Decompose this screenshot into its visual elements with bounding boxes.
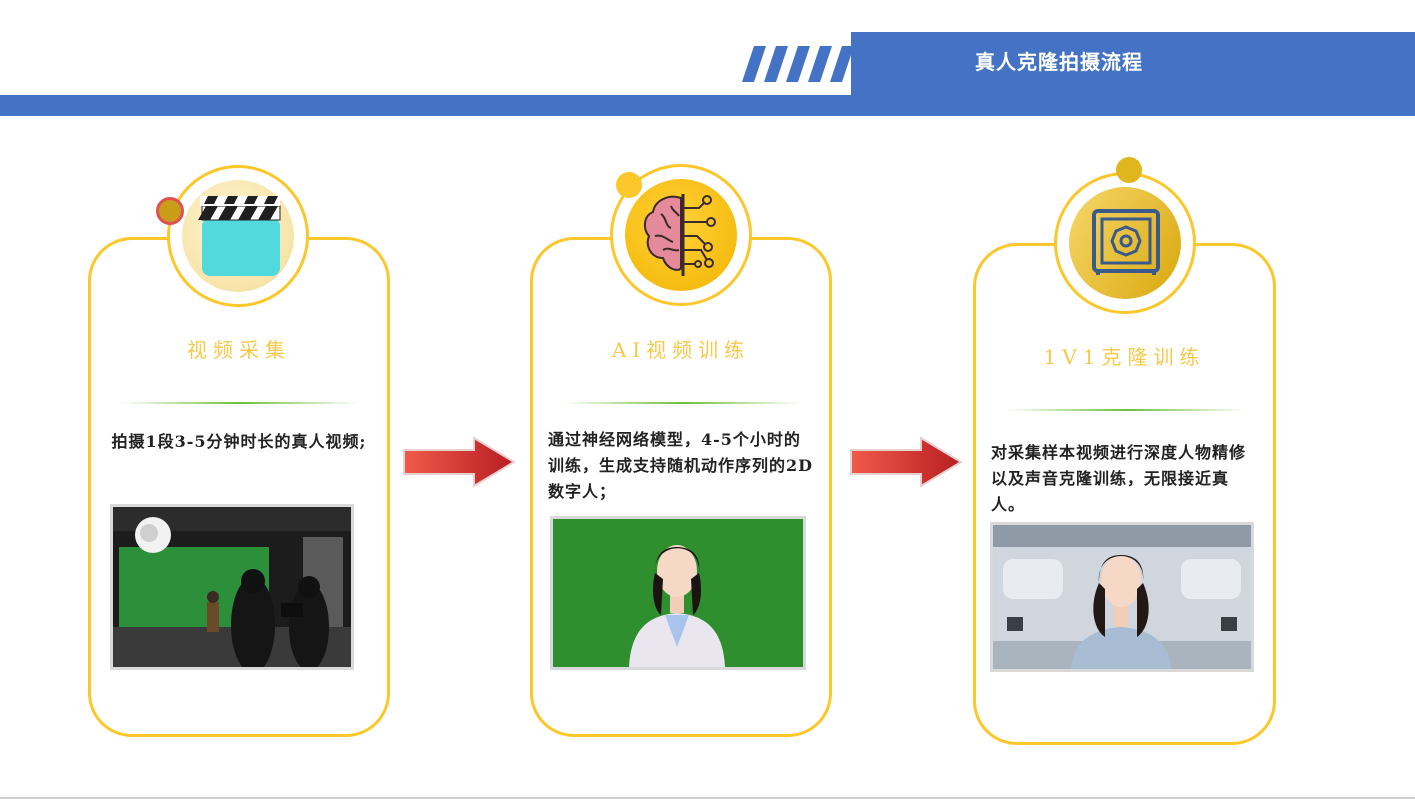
step-1-studio-photo [110, 504, 354, 670]
clapperboard-icon [198, 196, 281, 276]
step-3-divider [1006, 409, 1246, 411]
step-1-accent-dot [156, 197, 184, 225]
step-3-icon-disc [1069, 187, 1181, 299]
bottom-border-line [0, 797, 1415, 799]
step-1-title: 视频采集 [187, 338, 291, 362]
step-3-title: 1V1克隆训练 [1043, 345, 1206, 369]
digital-human-greenscreen-image [553, 519, 803, 667]
step-3-digital-human-photo [990, 522, 1254, 672]
studio-scene-image [113, 507, 351, 667]
step-2-title: AI视频训练 [611, 338, 751, 362]
flow-arrow-2 [850, 436, 963, 488]
digital-human-studio-image [993, 525, 1251, 669]
step-1-divider [120, 402, 360, 404]
ai-brain-icon [643, 194, 716, 276]
flow-arrow-1 [403, 436, 516, 488]
step-2-description: 通过神经网络模型，4-5个小时的训练，生成支持随机动作序列的2D数字人； [548, 430, 814, 501]
step-2-divider [562, 402, 802, 404]
title-box [851, 32, 1415, 116]
step-3-description: 对采集样本视频进行深度人物精修以及声音克隆训练，无限接近真人。 [991, 443, 1247, 514]
step-2-greenscreen-photo [550, 516, 806, 670]
step-2-accent-dot [616, 172, 642, 198]
page-title: 真人克隆拍摄流程 [975, 50, 1143, 74]
header-stripes-decoration [742, 46, 854, 82]
safe-vault-icon [1092, 209, 1160, 275]
step-3-accent-dot [1116, 157, 1142, 183]
step-1-description: 拍摄1段3-5分钟时长的真人视频; [111, 432, 367, 451]
